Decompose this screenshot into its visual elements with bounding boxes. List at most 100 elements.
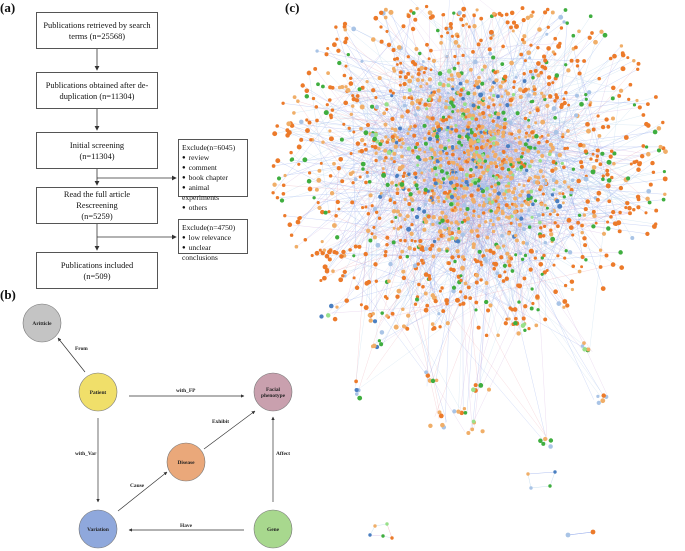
network-node bbox=[523, 328, 527, 332]
network-node bbox=[505, 20, 510, 25]
network-edge bbox=[419, 170, 497, 245]
network-node bbox=[451, 160, 456, 165]
network-node bbox=[486, 139, 490, 143]
network-node bbox=[580, 223, 584, 228]
network-node bbox=[440, 286, 444, 290]
network-node bbox=[431, 215, 436, 220]
network-node bbox=[583, 176, 589, 182]
network-edge bbox=[478, 186, 622, 268]
network-node bbox=[473, 258, 477, 262]
network-node bbox=[562, 299, 568, 304]
network-node bbox=[543, 58, 548, 63]
network-edge bbox=[372, 142, 472, 147]
network-edge bbox=[381, 141, 529, 181]
network-node bbox=[650, 160, 655, 166]
network-node bbox=[415, 297, 419, 302]
network-node bbox=[488, 88, 493, 92]
network-edge bbox=[521, 54, 597, 224]
network-edge bbox=[452, 154, 487, 262]
network-edge bbox=[440, 14, 496, 129]
network-node bbox=[458, 303, 462, 307]
network-node bbox=[448, 21, 453, 27]
network-node bbox=[594, 221, 598, 225]
network-node bbox=[528, 69, 533, 74]
network-edge bbox=[352, 132, 374, 183]
network-node bbox=[493, 161, 498, 166]
network-node bbox=[469, 167, 473, 172]
network-node bbox=[477, 249, 482, 254]
network-node bbox=[449, 221, 454, 225]
network-node bbox=[530, 73, 535, 77]
network-node bbox=[442, 200, 446, 204]
network-node bbox=[507, 263, 512, 268]
network-node bbox=[353, 177, 358, 182]
network-node bbox=[562, 195, 566, 199]
network-node bbox=[540, 134, 544, 138]
network-edge bbox=[299, 146, 478, 262]
network-node bbox=[519, 165, 524, 170]
network-edge bbox=[490, 39, 523, 140]
network-node bbox=[466, 157, 471, 162]
network-node bbox=[399, 225, 403, 229]
network-node bbox=[431, 191, 436, 196]
network-node bbox=[464, 79, 469, 84]
network-node bbox=[605, 183, 611, 189]
network-node bbox=[398, 255, 403, 259]
network-edge bbox=[434, 130, 520, 132]
network-node bbox=[489, 137, 493, 142]
network-node bbox=[506, 167, 511, 172]
network-node bbox=[528, 56, 532, 60]
network-node bbox=[464, 179, 469, 185]
network-node bbox=[531, 202, 535, 207]
network-node bbox=[489, 158, 493, 162]
network-edge bbox=[487, 114, 644, 157]
network-node bbox=[304, 88, 310, 94]
network-edge bbox=[414, 72, 542, 127]
network-node bbox=[447, 261, 451, 266]
network-node bbox=[427, 57, 431, 61]
network-node bbox=[491, 98, 495, 102]
network-node bbox=[548, 438, 554, 443]
network-node bbox=[447, 115, 451, 119]
network-node bbox=[355, 94, 360, 98]
network-node bbox=[321, 140, 325, 144]
network-edge bbox=[379, 53, 555, 158]
schema-edge-label-have: Have bbox=[180, 523, 193, 529]
network-node bbox=[421, 285, 425, 289]
network-edge bbox=[418, 107, 447, 110]
network-node bbox=[652, 129, 658, 135]
network-node bbox=[472, 128, 476, 132]
network-node bbox=[349, 76, 353, 80]
network-node bbox=[450, 34, 454, 38]
network-node bbox=[509, 103, 513, 107]
network-node bbox=[436, 247, 442, 253]
network-node bbox=[546, 25, 550, 29]
network-edge bbox=[458, 223, 530, 329]
network-node bbox=[395, 173, 399, 178]
network-node bbox=[561, 192, 565, 196]
network-node bbox=[384, 155, 388, 160]
network-node bbox=[514, 233, 518, 238]
network-node bbox=[601, 393, 606, 398]
network-node bbox=[644, 121, 649, 127]
network-node bbox=[517, 135, 521, 139]
network-edge bbox=[347, 89, 410, 92]
network-node bbox=[401, 324, 406, 329]
network-node bbox=[526, 148, 531, 153]
network-edge bbox=[525, 208, 586, 307]
network-node bbox=[383, 122, 388, 127]
network-node bbox=[540, 256, 544, 260]
network-node bbox=[519, 155, 524, 159]
network-node bbox=[515, 167, 520, 171]
network-edge bbox=[414, 7, 523, 127]
network-node bbox=[342, 73, 347, 78]
network-node bbox=[345, 87, 351, 93]
network-node bbox=[447, 187, 452, 191]
network-edge bbox=[486, 132, 557, 170]
network-edge bbox=[442, 160, 486, 221]
network-edge bbox=[452, 126, 468, 173]
network-node bbox=[307, 120, 312, 125]
network-node bbox=[348, 171, 354, 176]
network-node bbox=[553, 221, 557, 225]
